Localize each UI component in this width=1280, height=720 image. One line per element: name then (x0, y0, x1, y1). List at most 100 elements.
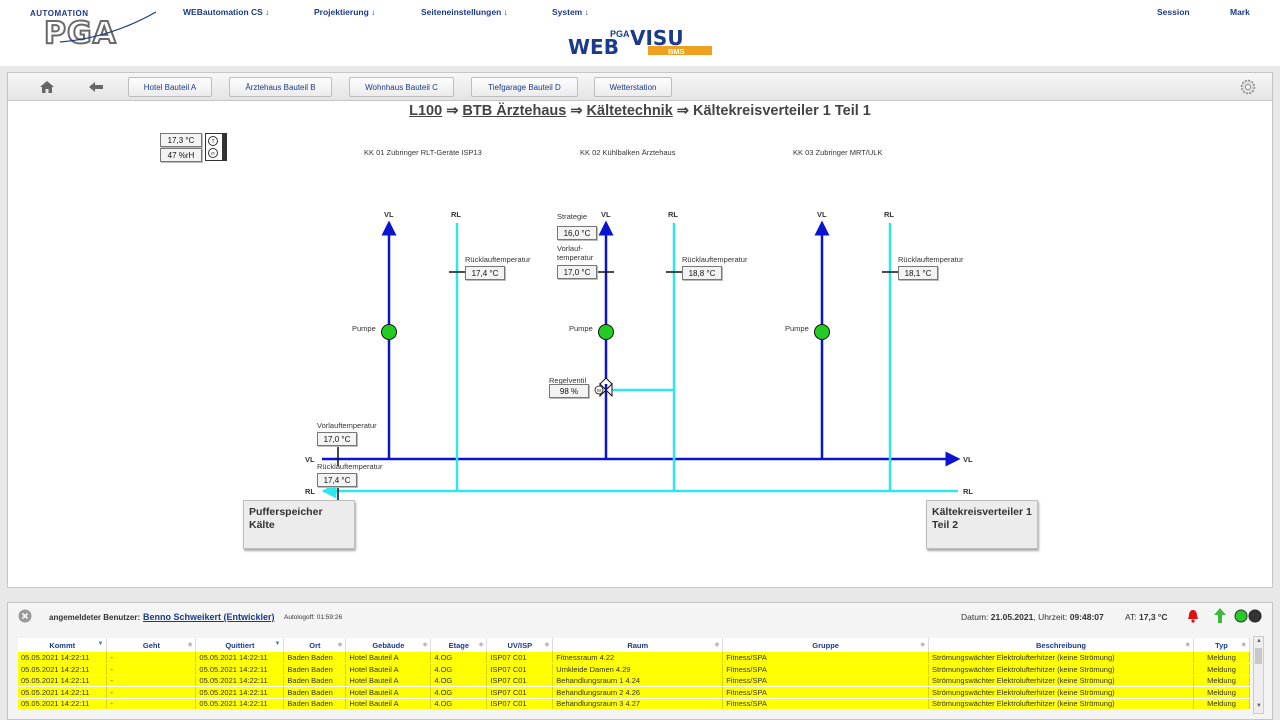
kk01-rl-temp-value: 17,4 °C (465, 266, 505, 280)
kaeltekreisverteiler-label-2: Teil 2 (932, 519, 959, 531)
alarm-scrollbar[interactable]: ▲ ▼ (1253, 636, 1264, 714)
alarm-cell-gruppe: Fitness/SPA (722, 652, 930, 664)
alarm-cell-quittiert: 05.05.2021 14:22:11 (195, 686, 285, 699)
col-gebaeude[interactable]: Gebäude◆ (345, 638, 432, 652)
breadcrumb-sep: ⇒ (442, 103, 463, 119)
col-gruppe[interactable]: Gruppe◆ (722, 638, 930, 652)
breadcrumb-current: Kältekreisverteiler 1 Teil 1 (693, 103, 871, 119)
menu-seiteneinstellungen[interactable]: Seiteneinstellungen ↓ (421, 7, 508, 17)
nav-tiefgarage-bauteil-d[interactable]: Tiefgarage Bauteil D (471, 77, 578, 97)
scroll-down-arrow[interactable]: ▼ (1256, 703, 1262, 709)
time-label: Uhrzeit: (1038, 612, 1068, 622)
logged-user-label: angemeldeter Benutzer: (49, 613, 141, 622)
kk03-vl-label: VL (817, 210, 827, 219)
datetime-display: Datum: 21.05.2021, Uhrzeit: 09:48:07 (961, 612, 1104, 622)
alarm-cell-kommt: 05.05.2021 14:22:11 (18, 698, 108, 710)
alarm-cell-geht: - (106, 675, 197, 687)
home-icon[interactable] (40, 81, 54, 93)
alarm-cell-quittiert: 05.05.2021 14:22:11 (195, 698, 285, 710)
col-raum[interactable]: Raum◆ (552, 638, 724, 652)
scroll-thumb[interactable] (1255, 648, 1262, 664)
kk03-pump-icon (814, 324, 830, 340)
nav-aerztehaus-bauteil-b[interactable]: Ärztehaus Bauteil B (229, 77, 332, 97)
col-geht[interactable]: Geht◆ (106, 638, 197, 652)
webvisu-bms-text: BMS (668, 47, 685, 56)
menu-system[interactable]: System ↓ (552, 7, 589, 17)
kk02-strategy-value: 16,0 °C (557, 226, 597, 240)
kk02-vl-temp-label-2: temperatur (557, 253, 594, 262)
col-typ[interactable]: Typ◆ (1193, 638, 1251, 652)
circuit-kk03-title: KK 03 Zubringer MRT/ULK (793, 148, 883, 157)
settings-gear-icon[interactable] (1240, 79, 1256, 95)
kk02-rl-temp-value: 18,8 °C (682, 266, 722, 280)
webvisu-web-text: WEB (568, 35, 619, 59)
header-rl-label-right: RL (963, 487, 973, 496)
alarm-cell-ort: Baden Baden (283, 652, 347, 664)
alarm-cell-etage: 4.OG (430, 652, 488, 664)
time-value: 09:48:07 (1069, 612, 1104, 622)
alarm-cell-beschreibung: Strömungswächter Elektrolufterhitzer (ke… (928, 663, 1194, 676)
kk01-rl-label: RL (451, 210, 461, 219)
alarm-cell-uv-isp: ISP07 C01 (486, 652, 554, 664)
breadcrumb-kaeltetechnik[interactable]: Kältetechnik (586, 103, 673, 119)
alarm-cell-gruppe: Fitness/SPA (722, 698, 930, 710)
webvisu-logo: PGA WEB VISU BMS (566, 25, 716, 64)
alarm-cell-kommt: 05.05.2021 14:22:11 (18, 686, 108, 699)
svg-text:rF: rF (211, 151, 215, 156)
logged-user-link[interactable]: Benno Schweikert (Entwickler) (143, 612, 275, 622)
kk02-valve-value: 98 % (549, 384, 589, 398)
alarm-cell-ort: Baden Baden (283, 698, 347, 710)
breadcrumb-btb-aerztehaus[interactable]: BTB Ärztehaus (462, 103, 567, 119)
alarm-cell-uv-isp: ISP07 C01 (486, 698, 554, 710)
autologoff-text: Autologoff: 01:59:26 (284, 614, 343, 621)
alarm-cell-gruppe: Fitness/SPA (722, 686, 930, 699)
kaeltekreisverteiler-teil2-link[interactable]: Kältekreisverteiler 1 Teil 2 (926, 500, 1038, 549)
header-rl-temp-value: 17,4 °C (317, 473, 357, 487)
menu-projektierung[interactable]: Projektierung ↓ (314, 7, 376, 17)
alarm-cell-geht: - (106, 652, 197, 664)
kk02-vl-label: VL (601, 210, 611, 219)
col-uv-isp[interactable]: UV/ISP◆ (486, 638, 554, 652)
outdoor-sensor-icon: T rF (205, 133, 227, 161)
close-panel-icon[interactable] (18, 609, 32, 623)
col-etage[interactable]: Etage◆ (430, 638, 488, 652)
session-link[interactable]: Session (1157, 7, 1190, 17)
scroll-up-arrow[interactable]: ▲ (1256, 638, 1262, 644)
header-rl-temp-label: Rücklauftemperatur (317, 462, 383, 471)
col-ort[interactable]: Ort◆ (283, 638, 347, 652)
nav-wetterstation[interactable]: Wetterstation (594, 77, 672, 97)
nav-hotel-bauteil-a[interactable]: Hotel Bauteil A (128, 77, 212, 97)
kk02-rl-label: RL (668, 210, 678, 219)
alarm-cell-beschreibung: Strömungswächter Elektrolufterhitzer (ke… (928, 686, 1194, 699)
kk02-vl-temp-value: 17,0 °C (557, 265, 597, 279)
alarm-cell-kommt: 05.05.2021 14:22:11 (18, 675, 108, 687)
alarm-cell-geht: - (106, 686, 197, 699)
breadcrumb: L100 ⇒ BTB Ärztehaus ⇒ Kältetechnik ⇒ Kä… (0, 103, 1280, 119)
alarm-header-row: Kommt▼ Geht◆ Quittiert▼ Ort◆ Gebäude◆ Et… (18, 638, 1251, 652)
kk01-pump-label: Pumpe (352, 324, 376, 333)
alarm-cell-ort: Baden Baden (283, 663, 347, 676)
arrow-up-icon[interactable] (1214, 608, 1226, 623)
alarm-bell-icon[interactable] (1187, 609, 1199, 623)
col-quittiert[interactable]: Quittiert▼ (195, 638, 285, 652)
status-lights-icon (1234, 609, 1262, 623)
alarm-row[interactable]: 05.05.2021 14:22:11-05.05.2021 14:22:11 B… (18, 686, 1251, 699)
back-arrow-icon[interactable] (89, 82, 103, 92)
pufferspeicher-kaelte-link[interactable]: Pufferspeicher Kälte (243, 500, 355, 549)
alarm-cell-kommt: 05.05.2021 14:22:11 (18, 663, 108, 676)
alarm-cell-typ: Meldung (1193, 698, 1251, 710)
col-kommt[interactable]: Kommt▼ (18, 638, 108, 652)
alarm-cell-raum: Behandlungsraum 2 4.26 (552, 686, 724, 699)
user-link[interactable]: Mark (1230, 7, 1250, 17)
nav-wohnhaus-bauteil-c[interactable]: Wohnhaus Bauteil C (349, 77, 454, 97)
breadcrumb-l100[interactable]: L100 (409, 103, 443, 119)
svg-text:M: M (597, 388, 601, 393)
menu-webautomation[interactable]: WEBautomation CS ↓ (183, 7, 270, 17)
col-beschreibung[interactable]: Beschreibung◆ (928, 638, 1194, 652)
alarm-cell-typ: Meldung (1193, 675, 1251, 687)
logo-automation-text: AUTOMATION (30, 9, 89, 18)
